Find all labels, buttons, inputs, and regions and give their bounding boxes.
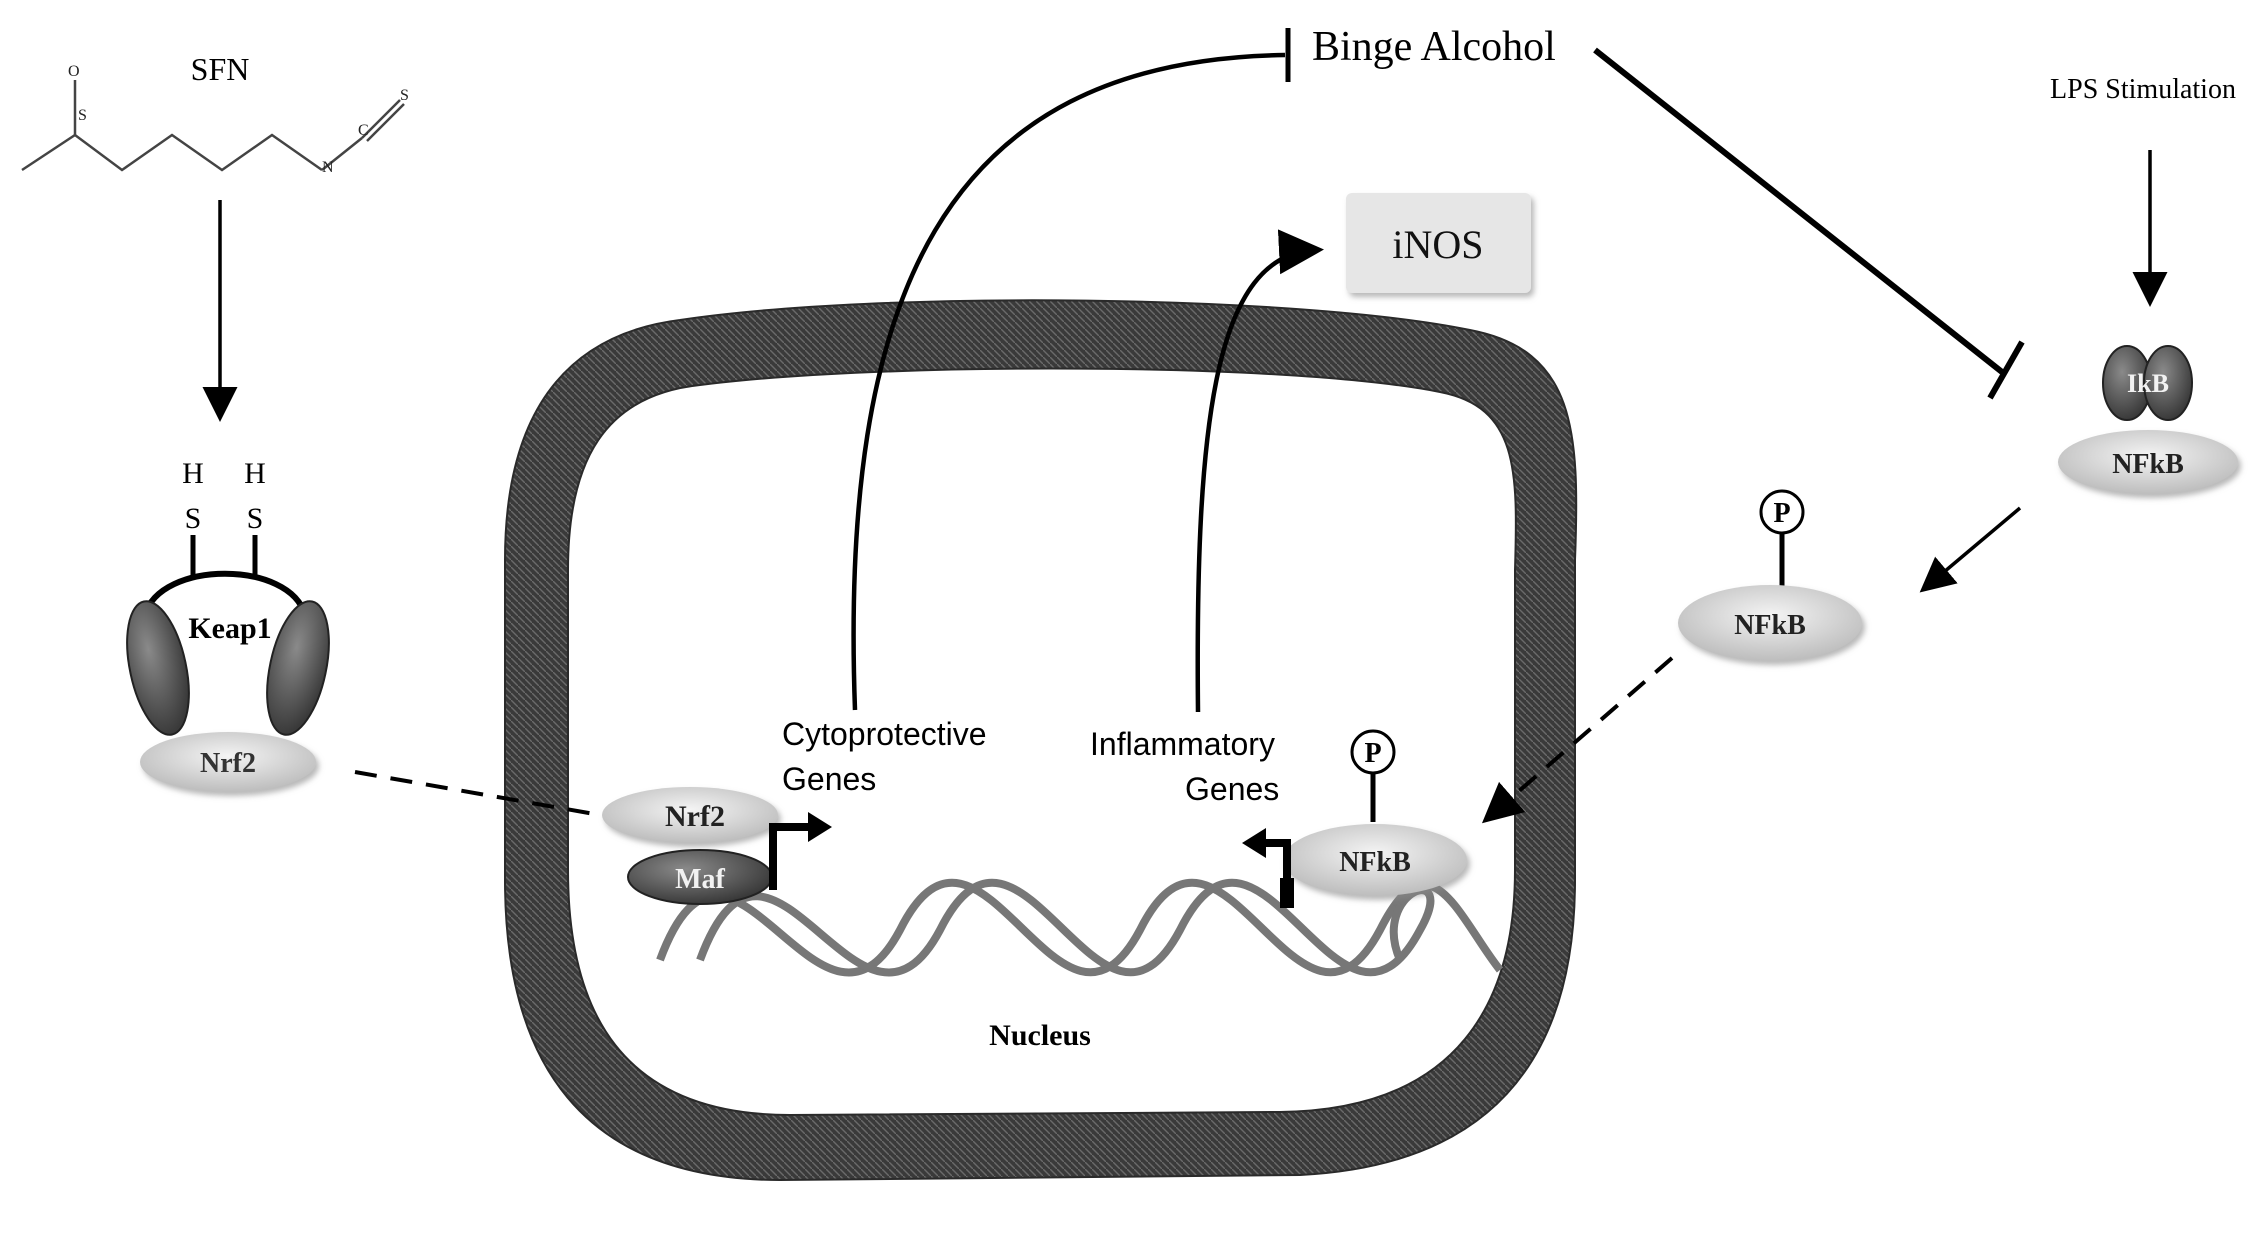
nrf2-nucleus-body	[602, 787, 778, 843]
nrf2-maf-complex: Nrf2 Maf	[602, 787, 778, 905]
phospho-nuc-label: P	[1364, 738, 1381, 769]
inos-label: iNOS	[1392, 222, 1483, 267]
phospho-nfkb-nucleus: P NFkB	[1283, 729, 1467, 896]
nfkb-cytoplasm-body	[1678, 585, 1862, 661]
dna-double-helix	[656, 878, 1504, 977]
nfkb-complex-body	[2058, 430, 2238, 494]
nrf2-nucleus-label: Nrf2	[665, 800, 725, 833]
cytoprotective-transcription-arrow	[769, 823, 812, 890]
nrf2-cytoplasm-label: Nrf2	[200, 748, 256, 779]
inflammatory-genes-line1: Inflammatory	[1090, 726, 1275, 762]
nrf2-translocation-dashed	[354, 770, 601, 817]
nfkb-nucleus-body	[1283, 824, 1467, 896]
thiol-h-left: H	[182, 457, 204, 490]
ikb-nfkb-complex: IkB NFkB	[2058, 345, 2238, 494]
inos-box	[1346, 193, 1531, 293]
sfn-molecule: O S N C S	[21, 63, 409, 176]
lps-stimulation-label: LPS Stimulation	[2050, 74, 2236, 105]
phospho-cyto-label: P	[1773, 498, 1790, 529]
nfkb-translocation-dashed	[1481, 656, 1674, 824]
sfn-sulfur-label: S	[78, 107, 87, 124]
thiol-s-right: S	[247, 502, 264, 535]
binge-alcohol-label: Binge Alcohol	[1312, 24, 1556, 70]
sfn-oxygen-label: O	[68, 63, 80, 80]
keap1-right-lobe	[266, 600, 330, 736]
nfkb-release-arrow	[1919, 506, 2022, 593]
sfn-nitrogen-label: N	[322, 159, 334, 176]
alcohol-inhibits-nfkb	[1593, 47, 2004, 375]
cytoprotective-inhibits-alcohol	[851, 52, 1286, 711]
keap1-nrf2-complex: H S H S Keap1 Nrf2	[126, 457, 330, 792]
nfkb-complex-label: NFkB	[2112, 449, 2184, 480]
inflammatory-genes-line2: Genes	[1185, 771, 1279, 807]
keap1-label: Keap1	[188, 612, 271, 645]
nfkb-cytoplasm-label: NFkB	[1734, 610, 1806, 641]
nfkb-nucleus-label: NFkB	[1339, 847, 1411, 878]
cytoprotective-genes-line2: Genes	[782, 761, 876, 797]
phospho-nfkb-cytoplasm: P NFkB	[1678, 489, 1862, 661]
thiol-s-left: S	[185, 502, 202, 535]
sfn-label: SFN	[191, 51, 250, 87]
sfn-terminal-sulfur-label: S	[400, 87, 409, 104]
sfn-carbon-label: C	[358, 122, 369, 139]
inflammatory-to-inos-arrow	[1195, 229, 1324, 713]
keap1-left-lobe	[126, 600, 190, 736]
nrf2-cytoplasm	[140, 732, 316, 792]
nuclear-membrane	[504, 299, 1578, 1182]
nucleus-label: Nucleus	[989, 1019, 1091, 1052]
ikb-label: IkB	[2127, 369, 2169, 398]
cytoprotective-genes-line1: Cytoprotective	[782, 716, 987, 752]
thiol-h-right: H	[244, 457, 266, 490]
maf-label: Maf	[675, 864, 725, 895]
